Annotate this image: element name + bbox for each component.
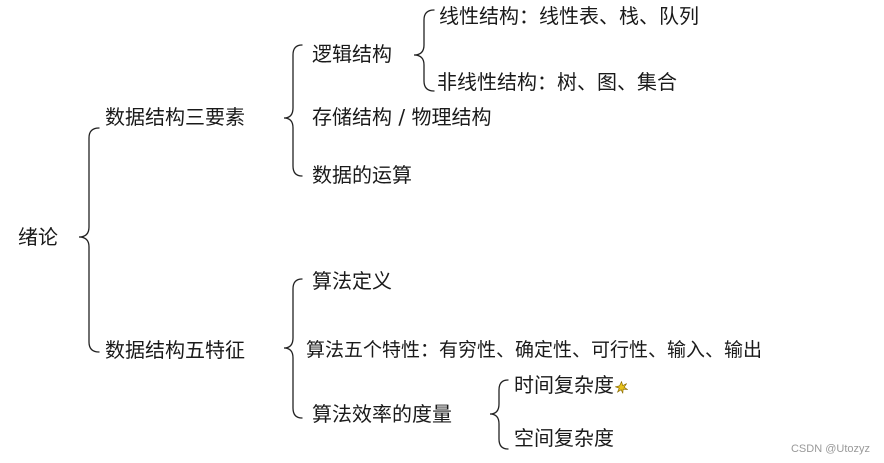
watermark: CSDN @Utozyz [790, 443, 870, 455]
node-definition: 算法定义 [312, 269, 392, 293]
node-efficiency: 算法效率的度量 [312, 402, 452, 426]
root-node: 绪论 [18, 225, 58, 249]
bracket-features [283, 278, 303, 419]
node-space-complexity: 空间复杂度 [514, 426, 614, 450]
node-storage: 存储结构 / 物理结构 [312, 105, 492, 129]
bracket-root [78, 127, 100, 353]
bracket-logical [413, 9, 435, 92]
node-characteristics: 算法五个特性：有穷性、确定性、可行性、输入、输出 [306, 339, 763, 361]
node-features: 数据结构五特征 [105, 338, 245, 362]
node-time-complexity: 时间复杂度 [514, 373, 628, 397]
node-operations: 数据的运算 [312, 163, 412, 187]
sparkle-icon [615, 381, 628, 394]
bracket-elements [283, 44, 303, 177]
node-elements: 数据结构三要素 [105, 105, 245, 129]
node-nonlinear: 非线性结构：树、图、集合 [437, 70, 677, 94]
node-time-label: 时间复杂度 [514, 373, 614, 397]
bracket-efficiency [489, 379, 509, 450]
node-linear: 线性结构：线性表、栈、队列 [439, 4, 699, 28]
node-logical: 逻辑结构 [312, 42, 392, 66]
